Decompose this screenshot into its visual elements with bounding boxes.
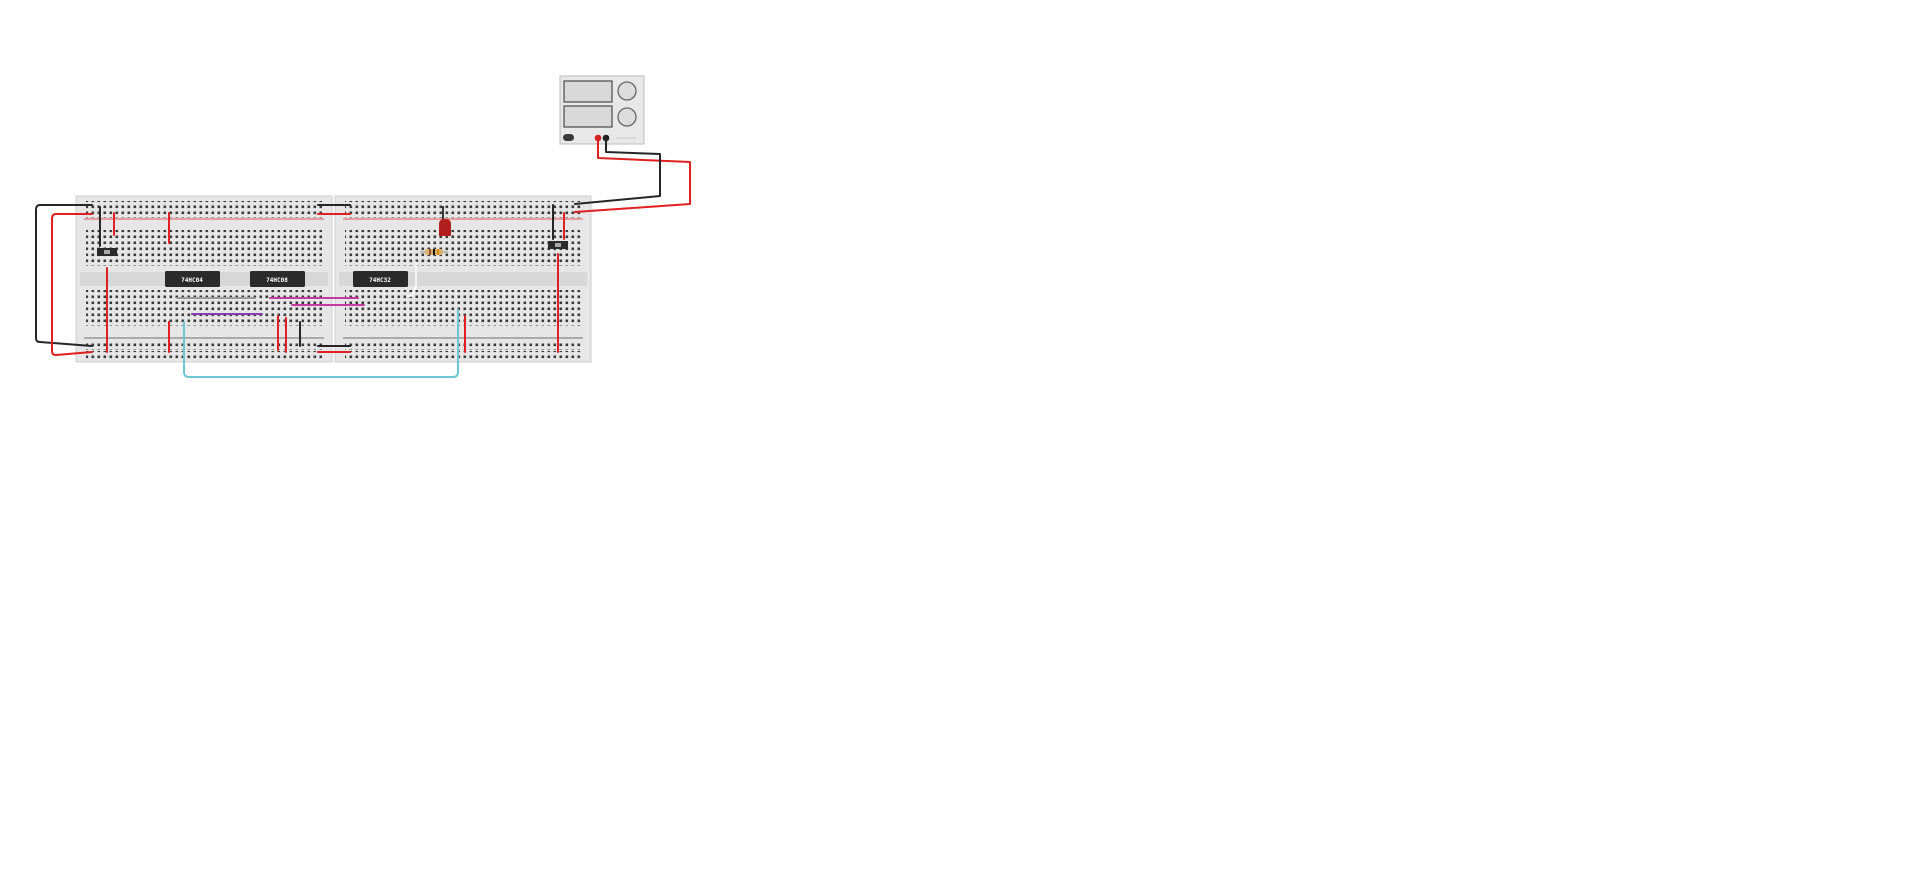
power-switch[interactable] bbox=[563, 134, 574, 141]
left-top-rail-holes-2 bbox=[86, 210, 322, 218]
right-bottom-rail-holes-1 bbox=[345, 342, 581, 350]
led-red[interactable] bbox=[439, 206, 451, 236]
chip-74hc32[interactable]: 74HC32 bbox=[353, 271, 408, 287]
voltage-knob[interactable] bbox=[617, 81, 637, 101]
right-top-terminal-holes bbox=[345, 230, 581, 266]
switch-left-knob[interactable] bbox=[104, 250, 110, 254]
chip-74hc08-body[interactable] bbox=[250, 271, 305, 287]
chip-74hc32-body[interactable] bbox=[353, 271, 408, 287]
chip-74hc08[interactable]: 74HC08 bbox=[250, 271, 305, 287]
right-top-rail-holes-2 bbox=[345, 210, 581, 218]
wire-left-ground-loop[interactable] bbox=[35, 204, 93, 347]
chip-74hc04-label: 74HC04 bbox=[181, 277, 203, 284]
left-bottom-rail-holes-2 bbox=[86, 351, 322, 359]
resistor-band-3 bbox=[437, 249, 439, 255]
left-top-terminal-holes bbox=[86, 230, 322, 266]
power-supply-display-bottom bbox=[563, 105, 613, 128]
dc-power-supply[interactable] bbox=[559, 75, 645, 145]
left-bottom-rail-holes-1 bbox=[86, 342, 322, 350]
switch-right-knob[interactable] bbox=[555, 243, 561, 247]
right-top-rail-holes-1 bbox=[345, 201, 581, 209]
left-top-rail-holes-1 bbox=[86, 201, 322, 209]
power-supply-display-top bbox=[563, 80, 613, 103]
wire-left-power-loop[interactable] bbox=[51, 213, 93, 356]
resistor[interactable] bbox=[420, 249, 448, 255]
resistor-band-1 bbox=[429, 249, 431, 255]
chip-74hc04[interactable]: 74HC04 bbox=[165, 271, 220, 287]
wire-cyan-signal[interactable] bbox=[183, 309, 459, 378]
wire-supply-positive[interactable] bbox=[574, 137, 691, 213]
left-bottom-terminal-holes bbox=[86, 290, 322, 326]
wire-supply-negative[interactable] bbox=[574, 137, 661, 205]
led-body[interactable] bbox=[439, 219, 451, 236]
slide-switch-left[interactable] bbox=[97, 248, 117, 256]
right-bottom-rail-holes-2 bbox=[345, 351, 581, 359]
current-knob[interactable] bbox=[617, 107, 637, 127]
chip-74hc04-body[interactable] bbox=[165, 271, 220, 287]
right-bottom-terminal-holes bbox=[345, 290, 581, 326]
wire-white-output[interactable] bbox=[407, 261, 417, 297]
chip-74hc08-label: 74HC08 bbox=[266, 277, 288, 284]
resistor-band-2 bbox=[433, 249, 435, 255]
slide-switch-right[interactable] bbox=[548, 241, 568, 249]
chip-74hc32-label: 74HC32 bbox=[369, 277, 391, 284]
